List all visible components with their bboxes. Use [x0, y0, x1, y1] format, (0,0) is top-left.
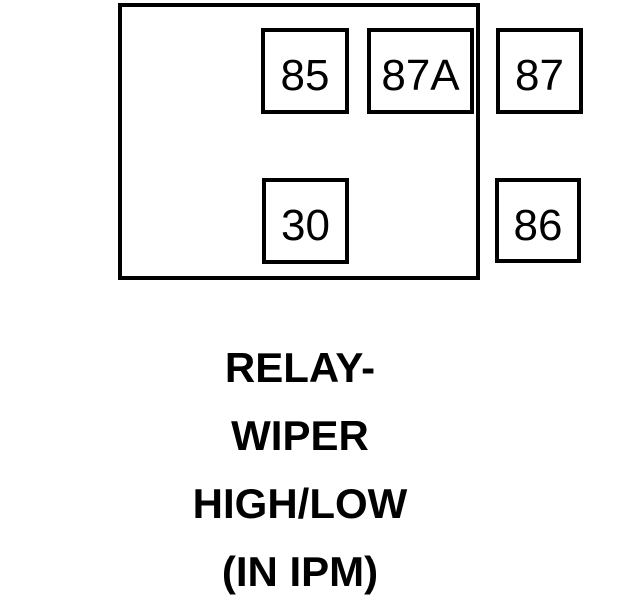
pin-87a: 87A — [367, 28, 474, 114]
pin-87-label: 87 — [515, 51, 564, 100]
caption-line-relay: RELAY- — [224, 344, 376, 391]
pin-30: 30 — [262, 178, 349, 264]
caption-line-high-low: HIGH/LOW — [192, 480, 408, 527]
pin-87a-label: 87A — [381, 51, 460, 100]
pin-86-label: 86 — [513, 200, 563, 250]
relay-caption: RELAY- WIPER HIGH/LOW (IN IPM) — [118, 334, 482, 600]
pin-85: 85 — [261, 28, 349, 114]
pin-85-label: 85 — [280, 51, 330, 100]
pin-30-label: 30 — [281, 201, 330, 250]
caption-line-in-ipm: (IN IPM) — [221, 548, 379, 595]
pin-86: 86 — [495, 178, 581, 263]
relay-body-outline: 85 87A 87 30 86 — [118, 3, 583, 280]
caption-line-wiper: WIPER — [231, 412, 369, 459]
pin-87: 87 — [496, 28, 583, 114]
